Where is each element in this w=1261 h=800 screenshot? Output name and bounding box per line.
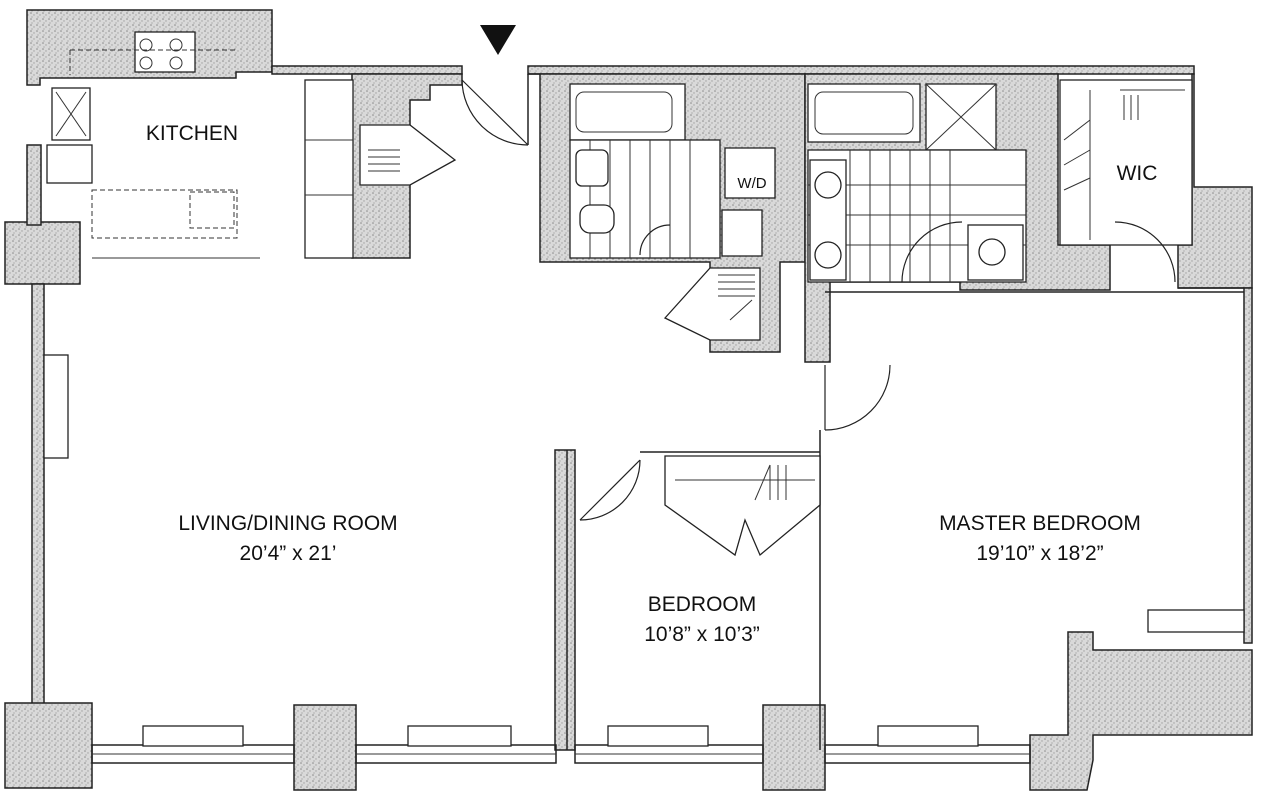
master-bedroom-size: 19’10” x 18’2” <box>976 542 1103 565</box>
bedroom-size: 10’8” x 10’3” <box>644 623 760 646</box>
bedroom-closet <box>664 455 821 557</box>
kitchen-fixtures <box>46 31 457 259</box>
master-bedroom-label: MASTER BEDROOM <box>939 512 1141 535</box>
master-bedroom-door <box>824 364 891 431</box>
entry-door <box>461 74 529 146</box>
wic-fixtures <box>1059 79 1193 283</box>
kitchen-label: KITCHEN <box>146 122 238 145</box>
hall-closet <box>663 267 761 341</box>
bedroom-label: BEDROOM <box>648 593 757 616</box>
bottom-windows <box>43 354 1245 764</box>
living-room-size: 20’4” x 21’ <box>240 542 337 565</box>
wic-label: WIC <box>1117 162 1158 185</box>
bedroom-door <box>579 459 641 521</box>
bath-1-fixtures <box>569 83 776 259</box>
living-room-label: LIVING/DINING ROOM <box>178 512 397 535</box>
entrance-arrow-icon <box>480 25 516 55</box>
master-bath-fixtures <box>807 83 1027 283</box>
washer-dryer-label: W/D <box>737 175 766 192</box>
